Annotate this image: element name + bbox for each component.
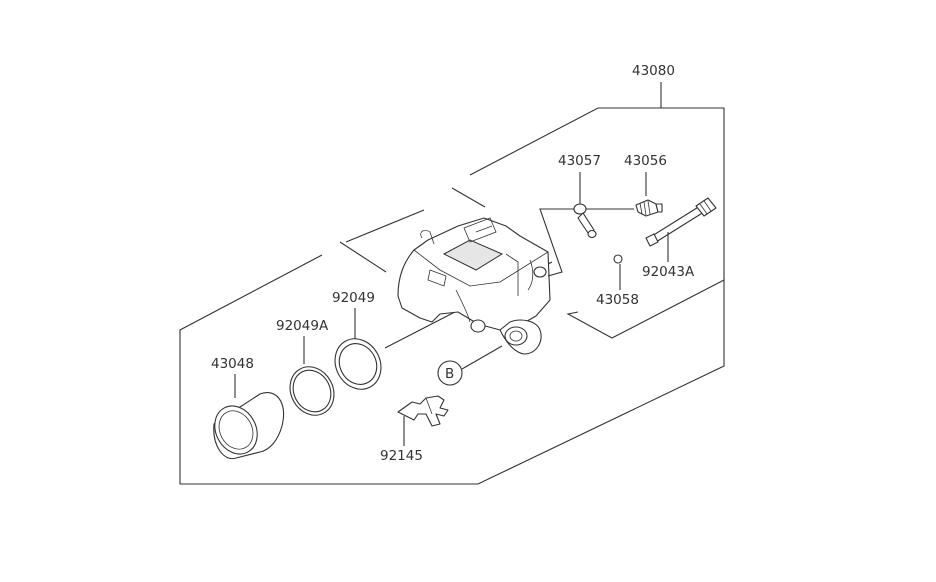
guide-pin-part[interactable] bbox=[645, 197, 717, 247]
svg-text:92043A: 92043A bbox=[642, 264, 695, 280]
piston-part[interactable] bbox=[207, 392, 284, 462]
label-43056[interactable]: 43056 bbox=[624, 153, 667, 196]
seal-ring-part[interactable] bbox=[326, 331, 389, 398]
svg-text:43057: 43057 bbox=[558, 153, 601, 169]
svg-text:92049: 92049 bbox=[332, 290, 375, 306]
callout-b[interactable]: B bbox=[437, 345, 503, 386]
label-43048[interactable]: 43048 bbox=[211, 356, 254, 398]
svg-text:43056: 43056 bbox=[624, 153, 667, 169]
svg-text:43058: 43058 bbox=[596, 292, 639, 308]
svg-text:92049A: 92049A bbox=[276, 318, 329, 334]
spring-clip-part[interactable] bbox=[397, 395, 449, 427]
label-92145[interactable]: 92145 bbox=[380, 416, 423, 464]
boot-ring-part[interactable] bbox=[282, 359, 343, 423]
label-43080[interactable]: 43080 bbox=[632, 63, 675, 108]
svg-text:B: B bbox=[445, 366, 454, 382]
label-92043A[interactable]: 92043A bbox=[642, 232, 695, 280]
svg-text:92145: 92145 bbox=[380, 448, 423, 464]
bleeder-screw-part[interactable] bbox=[635, 199, 663, 217]
ball-part[interactable] bbox=[613, 254, 623, 264]
label-43058[interactable]: 43058 bbox=[596, 264, 639, 308]
svg-text:43048: 43048 bbox=[211, 356, 254, 372]
caliper-body[interactable] bbox=[397, 217, 551, 355]
label-92049[interactable]: 92049 bbox=[332, 290, 375, 344]
label-92049A[interactable]: 92049A bbox=[276, 318, 329, 364]
label-43057[interactable]: 43057 bbox=[558, 153, 601, 204]
bleeder-cap-part[interactable] bbox=[539, 203, 634, 277]
svg-text:43080: 43080 bbox=[632, 63, 675, 79]
